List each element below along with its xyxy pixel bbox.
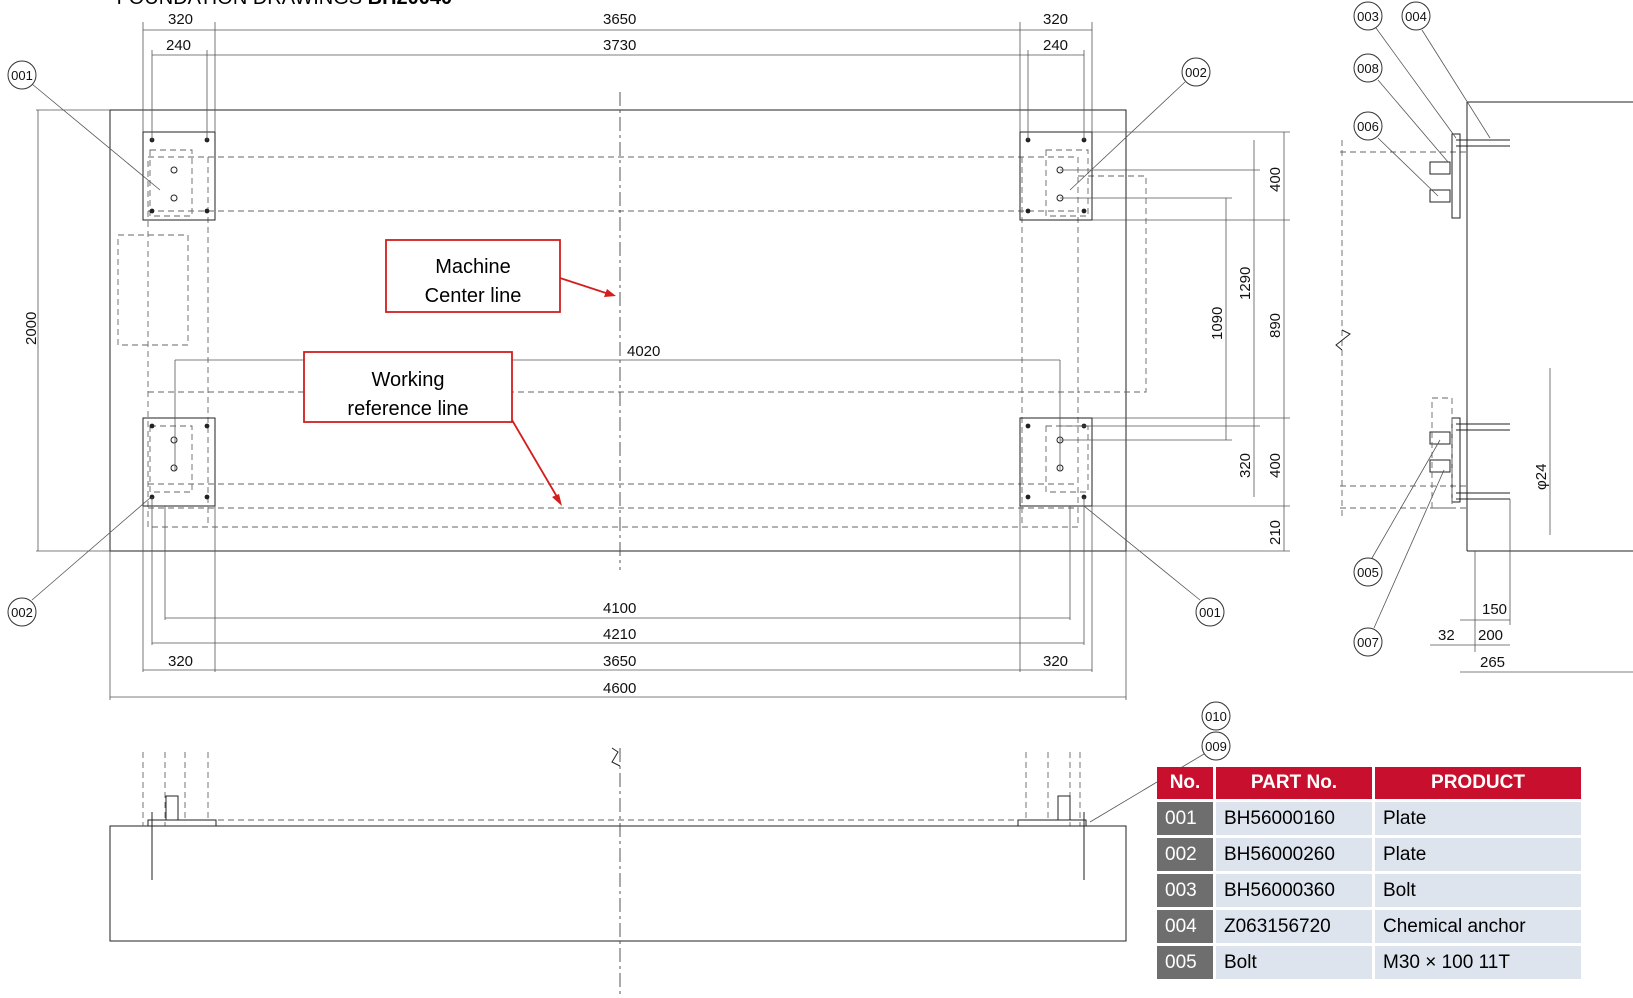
dim-inner-4020: 4020 — [627, 343, 660, 360]
dim-bottom-4210: 4210 — [603, 626, 636, 643]
dim-top-3650: 3650 — [603, 11, 636, 28]
dim-top-right-320: 320 — [1043, 11, 1068, 28]
bubble-001-right: 001 — [1083, 505, 1225, 627]
front-elevation — [109, 747, 1127, 998]
bubble-008: 008 — [1353, 53, 1449, 163]
dim-top-right-240: 240 — [1043, 37, 1068, 54]
dim-bottom-right-320: 320 — [1043, 653, 1068, 670]
callout-machine-center: Machine Center line — [385, 239, 616, 313]
svg-text:001: 001 — [1199, 605, 1221, 620]
plate-top-left — [142, 131, 216, 221]
dim-bottom-4600: 4600 — [603, 680, 636, 697]
bubble-005: 005 — [1353, 439, 1441, 587]
callout-working-reference-line2: reference line — [347, 398, 468, 420]
dim-right-1090: 1090 — [1209, 307, 1226, 340]
dim-side-265: 265 — [1480, 654, 1505, 671]
svg-text:002: 002 — [11, 605, 33, 620]
callout-machine-center-line1: Machine — [435, 256, 511, 278]
dim-bottom-left-320: 320 — [168, 653, 193, 670]
parts-table-header: No. PART No. PRODUCT — [1157, 767, 1584, 801]
foundation-outline — [109, 109, 1127, 552]
dim-side-200: 200 — [1478, 627, 1503, 644]
dim-top-left-320: 320 — [168, 11, 193, 28]
table-row: 003 BH56000360 Bolt — [1157, 871, 1584, 909]
machine-bed-outline — [147, 156, 1079, 528]
plate-bottom-left — [142, 417, 216, 507]
dim-left-2000: 2000 — [23, 312, 40, 345]
col-part-no: PART No. — [1214, 767, 1375, 801]
svg-text:010: 010 — [1205, 709, 1227, 724]
bubble-002-left: 002 — [7, 497, 151, 627]
dim-right-400-bottom: 400 — [1267, 453, 1284, 478]
bubble-007: 007 — [1353, 469, 1445, 657]
bubble-006: 006 — [1353, 111, 1439, 197]
svg-text:007: 007 — [1357, 635, 1379, 650]
plate-bottom-right — [1019, 417, 1093, 507]
svg-text:002: 002 — [1185, 65, 1207, 80]
callout-working-reference-line1: Working — [372, 369, 445, 391]
callout-machine-center-line2: Center line — [425, 285, 522, 307]
plate-top-right — [1019, 131, 1093, 221]
bubble-009: 009 — [1089, 731, 1231, 823]
dim-side-32: 32 — [1438, 627, 1455, 644]
bubble-001-left: 001 — [7, 60, 161, 191]
dim-top-3730: 3730 — [603, 37, 636, 54]
side-view: φ24 150 200 32 265 — [1335, 101, 1633, 673]
table-row: 002 BH56000260 Plate — [1157, 835, 1584, 873]
dimension-labels: 320 240 3650 3730 320 240 2000 4020 400 … — [23, 11, 1284, 697]
dim-right-210: 210 — [1267, 520, 1284, 545]
parts-table: No. PART No. PRODUCT 001 BH56000160 Plat… — [1157, 767, 1584, 979]
svg-text:001: 001 — [11, 68, 33, 83]
svg-text:004: 004 — [1405, 9, 1427, 24]
col-no: No. — [1157, 767, 1216, 801]
dim-right-890: 890 — [1267, 313, 1284, 338]
dim-right-320: 320 — [1237, 453, 1254, 478]
col-product: PRODUCT — [1373, 767, 1584, 801]
bubble-004: 004 — [1401, 1, 1491, 139]
table-row: 005 Bolt M30 × 100 11T — [1157, 943, 1584, 979]
svg-text:008: 008 — [1357, 61, 1379, 76]
dimension-lines — [36, 22, 1290, 700]
table-row: 004 Z063156720 Chemical anchor — [1157, 907, 1584, 945]
dim-bottom-4100: 4100 — [603, 600, 636, 617]
dim-right-1290: 1290 — [1237, 267, 1254, 300]
dim-top-left-240: 240 — [166, 37, 191, 54]
svg-text:005: 005 — [1357, 565, 1379, 580]
drawing-heading: • FOUNDATION DRAWINGS BH20040 — [104, 0, 452, 10]
plan-view — [109, 92, 1147, 570]
svg-text:006: 006 — [1357, 119, 1379, 134]
dim-right-400-top: 400 — [1267, 167, 1284, 192]
callout-working-reference: Working reference line — [303, 351, 562, 506]
heading-prefix: FOUNDATION DRAWINGS — [117, 0, 368, 9]
dim-side-phi24: φ24 — [1533, 464, 1550, 490]
heading-model: BH20040 — [368, 0, 453, 9]
bubble-010: 010 — [1201, 701, 1231, 731]
bubble-003: 003 — [1353, 1, 1457, 139]
dim-side-150: 150 — [1482, 601, 1507, 618]
dim-bottom-3650: 3650 — [603, 653, 636, 670]
table-row: 001 BH56000160 Plate — [1157, 799, 1584, 837]
bubble-002-right: 002 — [1069, 57, 1211, 191]
svg-text:003: 003 — [1357, 9, 1379, 24]
left-aux-box — [117, 234, 189, 346]
svg-text:009: 009 — [1205, 739, 1227, 754]
